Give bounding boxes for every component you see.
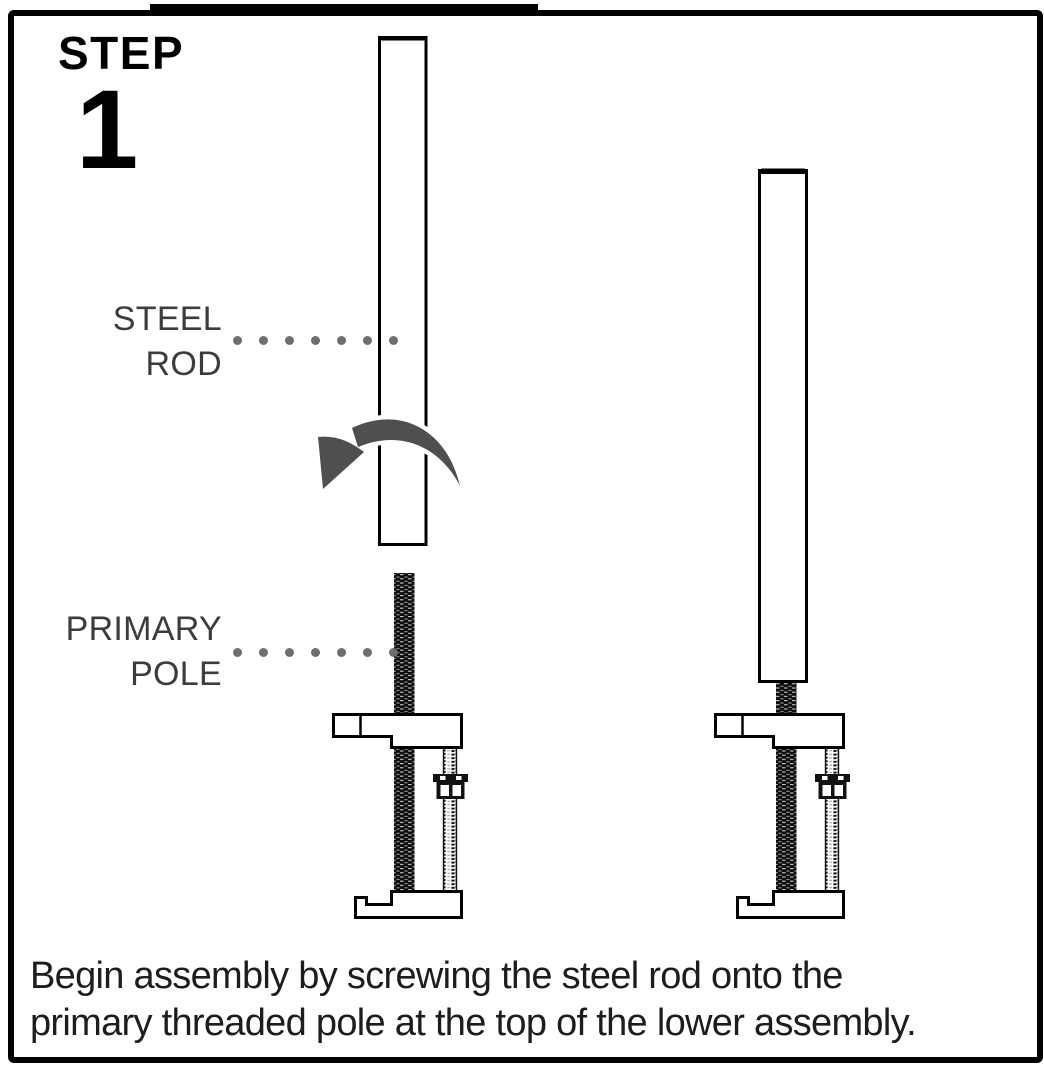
primary-pole-label-line1: PRIMARY xyxy=(65,610,222,648)
leader-dot xyxy=(259,648,268,657)
primary-pole-diagram xyxy=(394,573,415,750)
leader-dot xyxy=(337,336,346,345)
leader-dot xyxy=(285,336,294,345)
instruction-line2: primary threaded pole at the top of the … xyxy=(30,1002,917,1044)
leader-dot xyxy=(233,336,242,345)
clamp-assembly-right xyxy=(714,713,852,919)
primary-pole-callout: PRIMARY POLE xyxy=(20,607,222,697)
leader-dot xyxy=(337,648,346,657)
leader-dot xyxy=(233,648,242,657)
steel-rod-label-line2: ROD xyxy=(145,345,222,383)
steel-rod-assembled xyxy=(758,168,808,683)
steel-rod-callout: STEEL ROD xyxy=(20,297,222,387)
clamp-assembly-left xyxy=(332,713,470,919)
leader-dot xyxy=(259,336,268,345)
leader-dot xyxy=(389,336,398,345)
leader-dot xyxy=(363,648,372,657)
step-heading: STEP xyxy=(58,28,184,79)
leader-dot xyxy=(389,648,398,657)
leader-dot xyxy=(363,336,372,345)
leader-dot xyxy=(285,648,294,657)
primary-pole-leader-dots xyxy=(233,648,398,657)
steel-rod-label-line1: STEEL xyxy=(112,300,222,338)
steel-rod-diagram xyxy=(378,36,428,546)
leader-dot xyxy=(311,336,320,345)
rotate-counterclockwise-arrow-icon xyxy=(313,414,465,494)
primary-pole-label-line2: POLE xyxy=(130,655,222,693)
instruction-line1: Begin assembly by screwing the steel rod… xyxy=(30,955,843,997)
leader-dot xyxy=(311,648,320,657)
step-label: STEP xyxy=(58,27,185,79)
step-number: 1 xyxy=(76,67,139,192)
panel-frame xyxy=(8,10,1043,1063)
steel-rod-leader-dots xyxy=(233,336,398,345)
instruction-text: Begin assembly by screwing the steel rod… xyxy=(30,953,1025,1047)
assembled-unit-diagram xyxy=(714,168,852,919)
